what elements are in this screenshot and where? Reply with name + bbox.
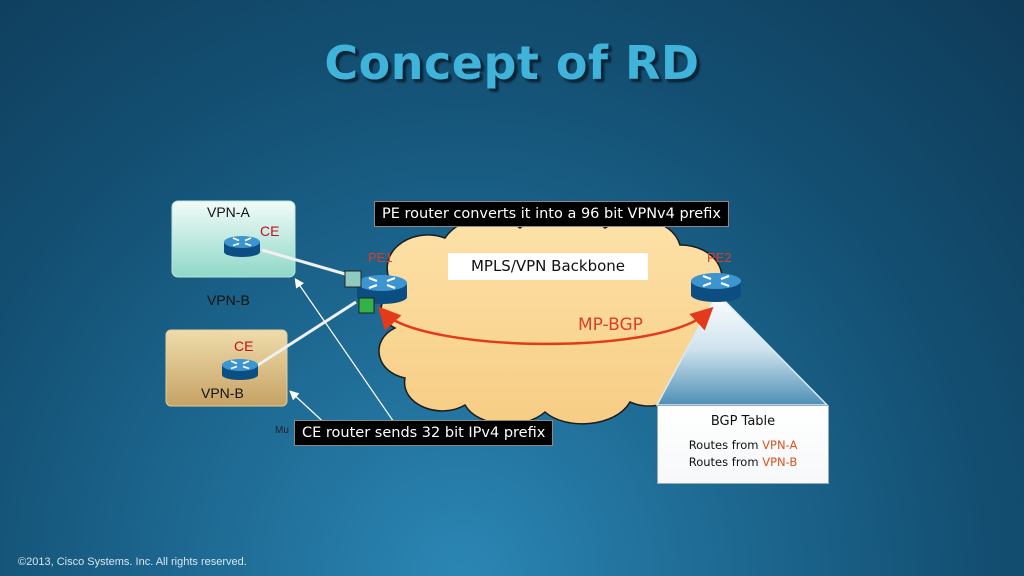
- vpn-b-label: VPN-B: [201, 385, 244, 401]
- link-ce-a-pe1: [261, 248, 353, 278]
- vpn-b-outer-label: VPN-B: [207, 292, 250, 308]
- mp-bgp-arc: [377, 306, 714, 346]
- callout-pe: PE router converts it into a 96 bit VPNv…: [374, 201, 729, 227]
- bgp-table-title: BGP Table: [710, 414, 776, 429]
- ce-b-router-icon: [221, 358, 259, 381]
- callout-ce: CE router sends 32 bit IPv4 prefix: [294, 420, 554, 446]
- obscured-label: Mu: [275, 425, 289, 436]
- copyright-footer: ©2013, Cisco Systems. Inc. All rights re…: [18, 556, 247, 568]
- callout-arrow-long: [294, 278, 399, 429]
- mp-bgp-label: MP-BGP: [578, 315, 643, 335]
- ce-a-router-icon: [223, 235, 261, 258]
- pe2-router-icon: [689, 271, 743, 304]
- slide-title: Concept of RD: [324, 36, 700, 90]
- bgp-row-vpn-a: Routes from VPN-A: [688, 438, 798, 452]
- ce-b-label: CE: [234, 338, 254, 354]
- link-ce-b-pe1: [246, 300, 357, 374]
- bgp-table: BGP Table Routes from VPN-A Routes from …: [657, 405, 829, 484]
- vrf-interface-b-icon: [358, 297, 375, 314]
- bgp-row-vpn-b: Routes from VPN-B: [688, 455, 798, 469]
- pe1-label: PE1: [368, 250, 393, 265]
- vpn-a-label: VPN-A: [207, 204, 250, 220]
- ce-a-label: CE: [260, 223, 280, 239]
- pe2-label: PE2: [707, 250, 732, 265]
- vrf-interface-a-icon: [344, 270, 362, 288]
- backbone-label: MPLS/VPN Backbone: [448, 253, 648, 280]
